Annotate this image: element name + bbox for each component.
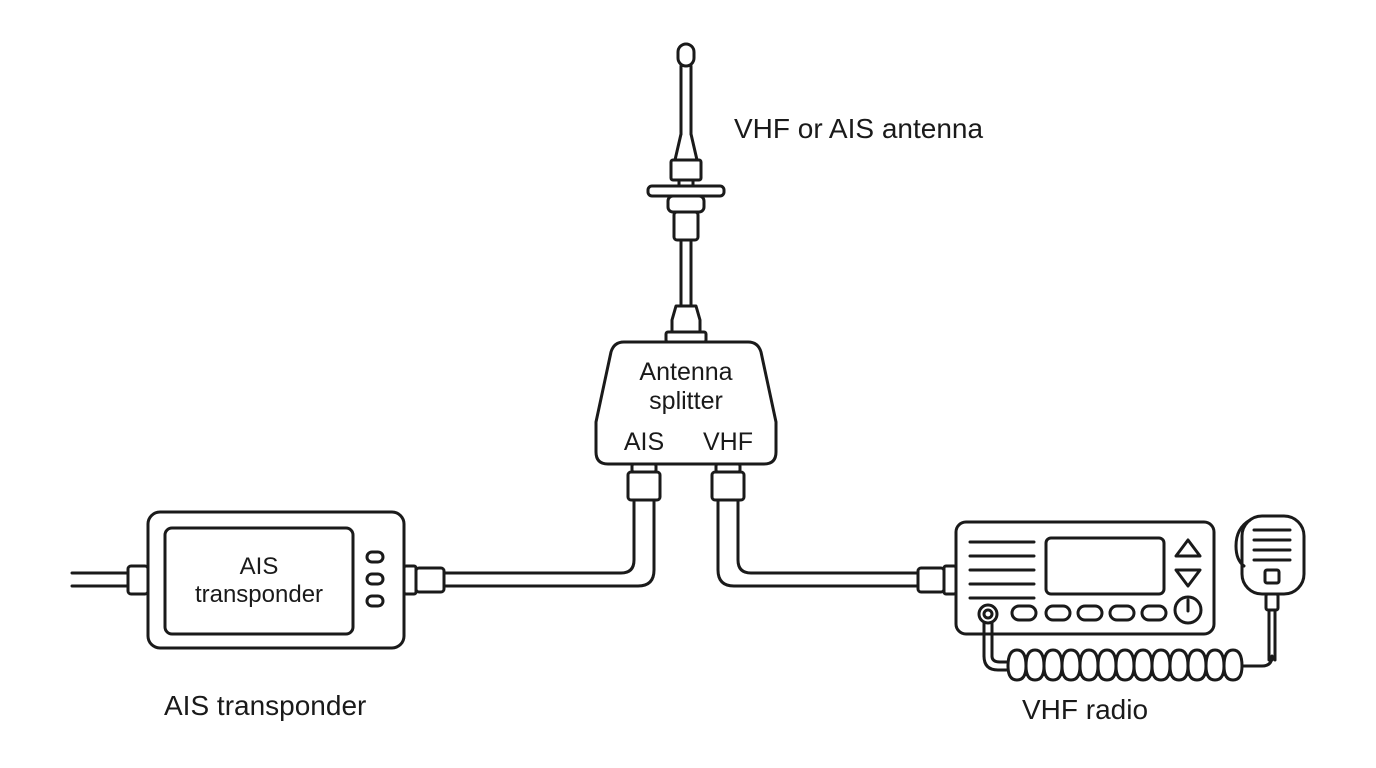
cable-vhf xyxy=(736,498,920,575)
microphone-icon xyxy=(1234,514,1306,662)
cable-ais xyxy=(442,498,636,575)
splitter-port-ais-label: AIS xyxy=(623,428,665,456)
splitter-port-vhf-label: VHF xyxy=(703,428,753,456)
cable-vhf-inner xyxy=(716,498,920,588)
splitter-label-line1: Antenna xyxy=(639,358,733,386)
coiled-cord-icon xyxy=(982,621,1274,682)
radio-caption: VHF radio xyxy=(1022,694,1149,725)
antenna-label: VHF or AIS antenna xyxy=(734,113,984,144)
transponder-screen-line1: AIS xyxy=(239,553,279,580)
splitter-label-line2: splitter xyxy=(649,387,723,415)
vhf-radio-icon xyxy=(916,520,1216,636)
transponder-caption: AIS transponder xyxy=(164,690,367,721)
antenna-icon xyxy=(646,42,726,334)
antenna-splitter-icon xyxy=(594,330,778,502)
cable-ais-inner xyxy=(442,498,656,588)
ais-transponder-icon xyxy=(126,510,446,650)
transponder-screen-line2: transponder xyxy=(194,581,324,608)
